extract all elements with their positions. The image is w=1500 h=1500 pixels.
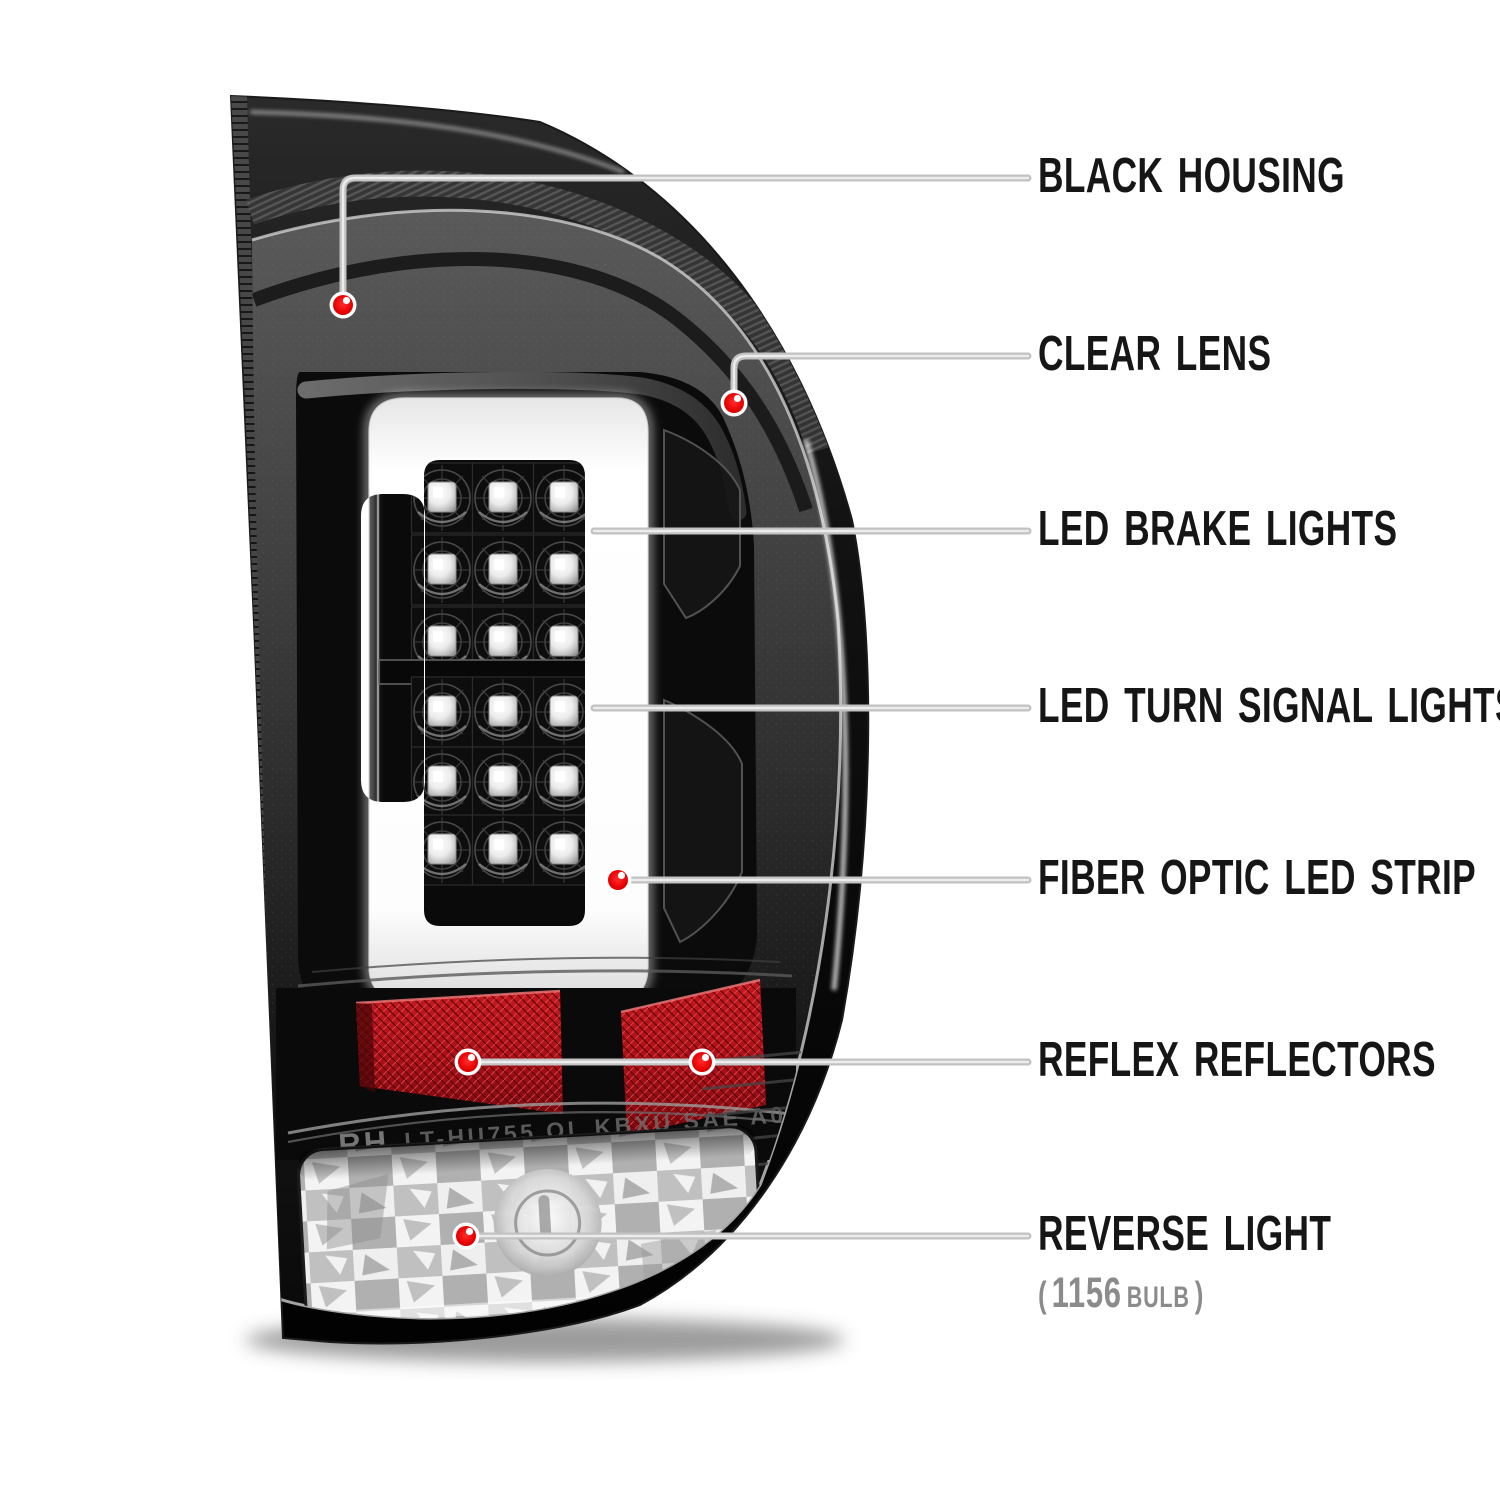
callout-label-led-turn-signal: LED TURN SIGNAL LIGHTS <box>1038 679 1500 733</box>
gloss-streak-right <box>803 439 848 991</box>
bulb-spec-close-paren: ) <box>1194 1274 1205 1315</box>
callout-label-led-brake-lights: LED BRAKE LIGHTS <box>1038 502 1398 556</box>
led-turn-signal-cluster <box>410 675 596 887</box>
bulb-spec-number: 1156 <box>1051 1269 1122 1317</box>
reverse-light-chrome <box>297 1125 765 1319</box>
callout-label-black-housing: BLACK HOUSING <box>1038 149 1345 203</box>
dot-black-housing <box>329 291 357 319</box>
gloss-streak-top <box>249 110 625 174</box>
dot-clear-lens <box>720 389 748 417</box>
lens-lower-seam <box>287 1101 823 1135</box>
callout-label-fiber-optic-strip: FIBER OPTIC LED STRIP <box>1038 851 1477 905</box>
callout-label-clear-lens: CLEAR LENS <box>1038 327 1272 381</box>
lower-shelf-seam <box>297 969 793 988</box>
bulb-spec-open-paren: ( <box>1038 1274 1048 1315</box>
leader-black-housing <box>339 174 1032 298</box>
dot-reverse-light <box>452 1222 480 1250</box>
led-brake-cluster <box>410 461 596 679</box>
center-panel-bevel <box>297 371 747 521</box>
reverse-light-title: REVERSE LIGHT <box>1038 1207 1332 1261</box>
lens-top-texture-band <box>245 170 833 454</box>
callout-dots <box>329 291 748 1250</box>
leader-lines <box>339 174 1032 1240</box>
leader-clear-lens <box>730 352 1032 396</box>
upper-molding-curve <box>252 251 813 513</box>
callout-label-reflex-reflectors: REFLEX REFLECTORS <box>1038 1033 1436 1087</box>
bulb-spec-word: BULB <box>1126 1281 1190 1314</box>
dot-reflex-reflector-right <box>688 1048 716 1076</box>
dot-fiber-optic-led-strip <box>604 866 632 894</box>
dot-reflex-reflector-left <box>454 1048 482 1076</box>
